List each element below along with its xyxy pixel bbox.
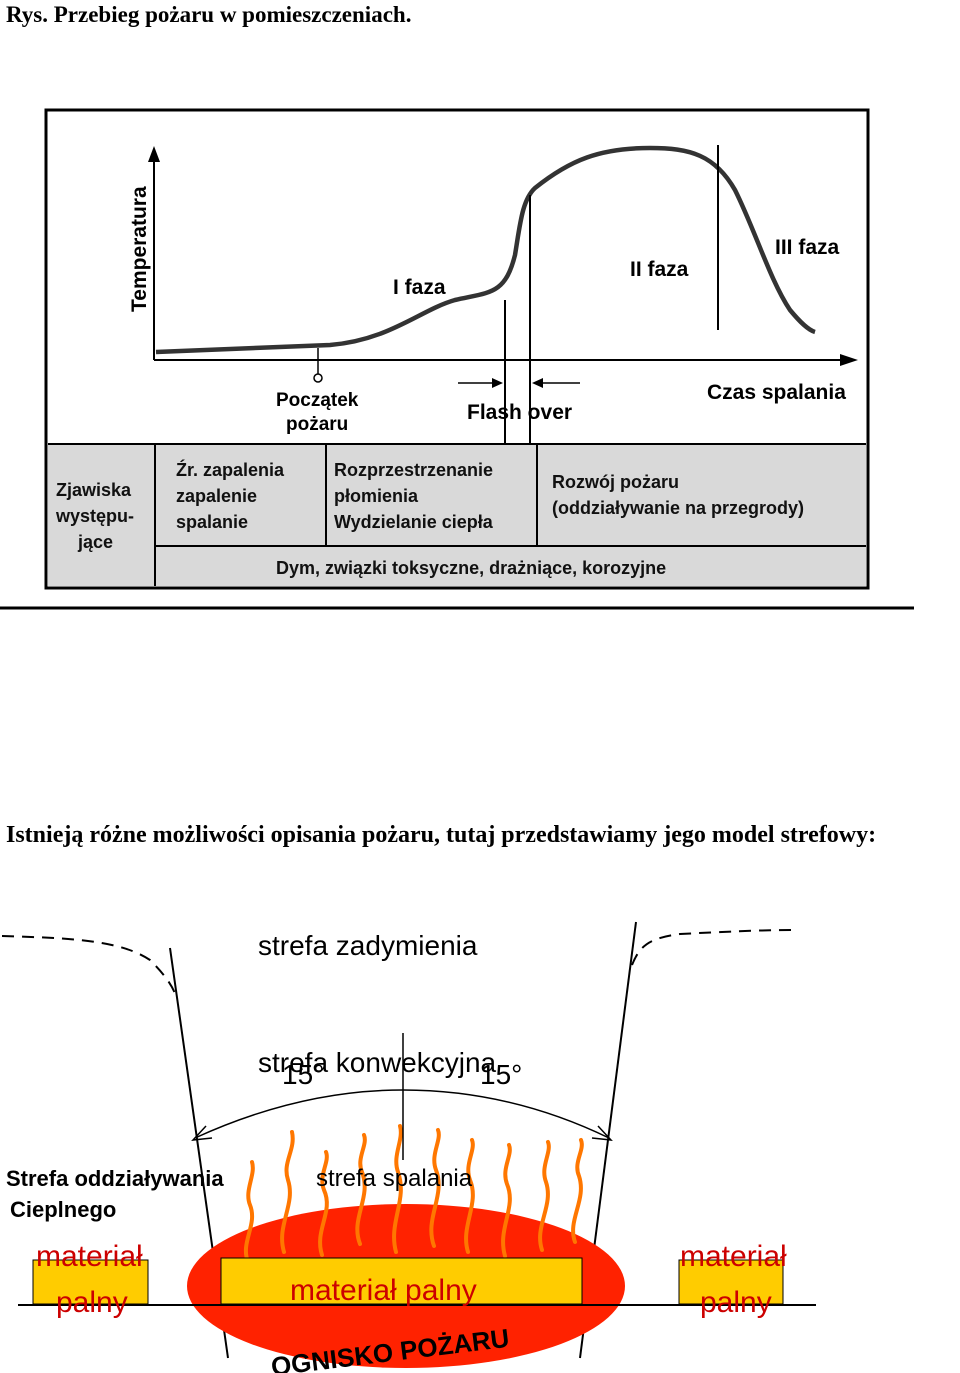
phenomena-table [48, 444, 866, 586]
table-col3-line1: Rozwój pożaru [552, 472, 679, 492]
angle-arrow-left [191, 1125, 213, 1141]
x-axis-arrow [840, 354, 858, 366]
start-marker [313, 373, 323, 383]
fuel-block-center [220, 1257, 583, 1305]
temperature-curve [155, 145, 816, 355]
y-axis-label: Temperatura [128, 186, 151, 312]
flashover-label: Flash over [467, 401, 572, 424]
zone-model-diagram: strefa zadymienia 15° 15° strefa konwekc… [1, 921, 816, 1373]
table-header-line2: występu- [55, 506, 134, 526]
fuel-block-left [32, 1259, 149, 1305]
angle-arrow-right [591, 1125, 613, 1141]
fuel-left-line2: palny [56, 1286, 128, 1319]
phase-3-label: III faza [775, 236, 840, 259]
flashover-arrowhead-left [492, 378, 503, 388]
fuel-block-right [678, 1259, 784, 1305]
table-bottom-row: Dym, związki toksyczne, drażniące, koroz… [276, 558, 666, 578]
fire-start-label-line2: pożaru [286, 414, 348, 435]
table-col2-line3: Wydzielanie ciepła [334, 512, 494, 532]
fire-development-chart: Temperatura I faza II faza III faza Pocz… [0, 108, 914, 610]
fuel-right-line1: materiał [680, 1240, 787, 1273]
table-header-line3: jące [77, 532, 113, 552]
table-header-line1: Zjawiska [56, 480, 132, 500]
angle-arc-right [402, 1089, 610, 1139]
angle-right-label: 15° [480, 1059, 522, 1090]
chart-frame [44, 108, 870, 590]
fire-start-label-line1: Początek [276, 390, 359, 411]
combustion-zone-label: strefa spalania [316, 1165, 473, 1192]
table-col1-line1: Źr. zapalenia [176, 459, 285, 480]
intro-paragraph: Istnieją różne możliwości opisania pożar… [6, 822, 877, 848]
flashover-arrowhead-right [532, 378, 543, 388]
fuel-left-line1: materiał [36, 1240, 143, 1273]
angle-arc-left [194, 1089, 404, 1139]
table-col1-line2: zapalenie [176, 486, 257, 506]
y-axis-arrow [148, 146, 160, 162]
x-axis-label: Czas spalania [707, 381, 846, 404]
table-col2-line2: płomienia [334, 486, 419, 506]
table-col1-line3: spalanie [176, 512, 248, 532]
phase-2-label: II faza [630, 258, 689, 281]
phase-1-label: I faza [393, 276, 446, 299]
smoke-zone-label: strefa zadymienia [258, 930, 478, 961]
heat-zone-label-line2: Cieplnego [10, 1197, 116, 1222]
fuel-center-label: materiał palny [290, 1274, 477, 1307]
flames [243, 1124, 584, 1264]
fuel-right-line2: palny [700, 1286, 772, 1319]
smoke-boundary-left [1, 935, 177, 997]
table-col2-line1: Rozprzestrzenanie [334, 460, 493, 480]
figure-caption: Rys. Przebieg pożaru w pomieszczeniach. [6, 2, 412, 27]
table-col3-line2: (oddziaływanie na przegrody) [552, 498, 804, 518]
angle-left-label: 15° [282, 1059, 324, 1090]
heat-zone-label-line1: Strefa oddziaływania [6, 1166, 224, 1191]
convection-zone-label: strefa konwekcyjna [258, 1047, 497, 1078]
smoke-boundary-right [631, 929, 793, 966]
